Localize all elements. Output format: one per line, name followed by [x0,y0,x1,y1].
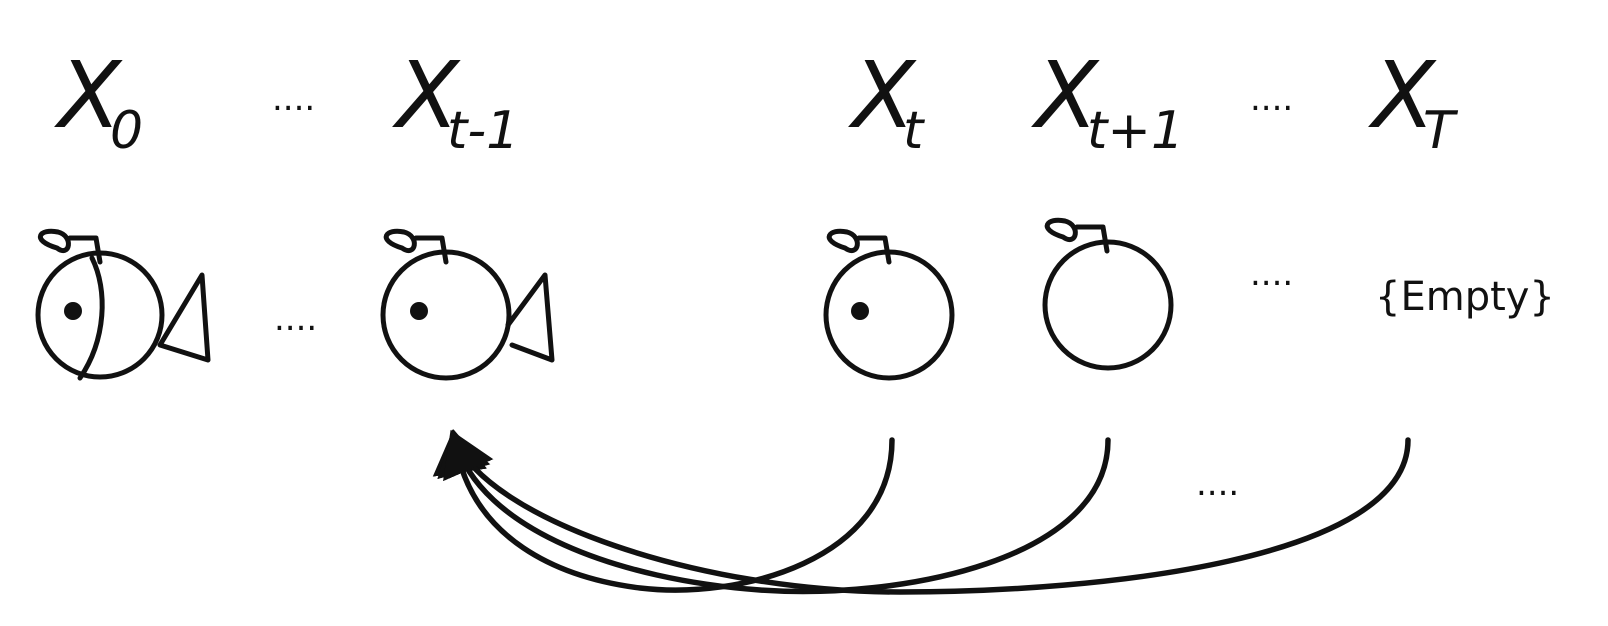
fish-xt-minus-1-icon [380,228,555,381]
label-xt-sub: t [903,101,925,161]
label-xT-base: X [1368,42,1437,149]
ellipsis-mid-1: .... [274,299,317,339]
arrow-from-xt-plus-1 [437,429,1111,595]
ellipsis-bottom: .... [1196,464,1239,504]
label-x0-base: X [54,42,123,149]
label-xt-minus-1-base: X [392,42,461,149]
arrow-from-xT [443,429,1411,595]
ellipsis-mid-2: .... [1250,254,1293,294]
label-xt: X t [848,42,925,161]
fish-full-icon [35,228,211,381]
label-xt-minus-1-sub: t-1 [447,101,519,161]
label-xT: X T [1368,42,1459,161]
label-xt-plus-1: X t+1 [1031,42,1184,161]
label-xt-base: X [848,42,917,149]
ellipsis-top-2: .... [1250,79,1293,119]
empty-label: {Empty} [1375,274,1555,320]
fish-head-only-icon [1042,217,1174,371]
label-xt-plus-1-base: X [1031,42,1100,149]
label-xt-plus-1-sub: t+1 [1087,101,1184,161]
arrow-from-xt [432,429,895,593]
fish-head-eye-icon [823,228,955,381]
ellipsis-top-1: .... [272,79,315,119]
label-x0-sub: 0 [110,101,143,161]
label-x0: X 0 [54,42,143,161]
label-xT-sub: T [1423,101,1459,161]
label-xt-minus-1: X t-1 [392,42,519,161]
